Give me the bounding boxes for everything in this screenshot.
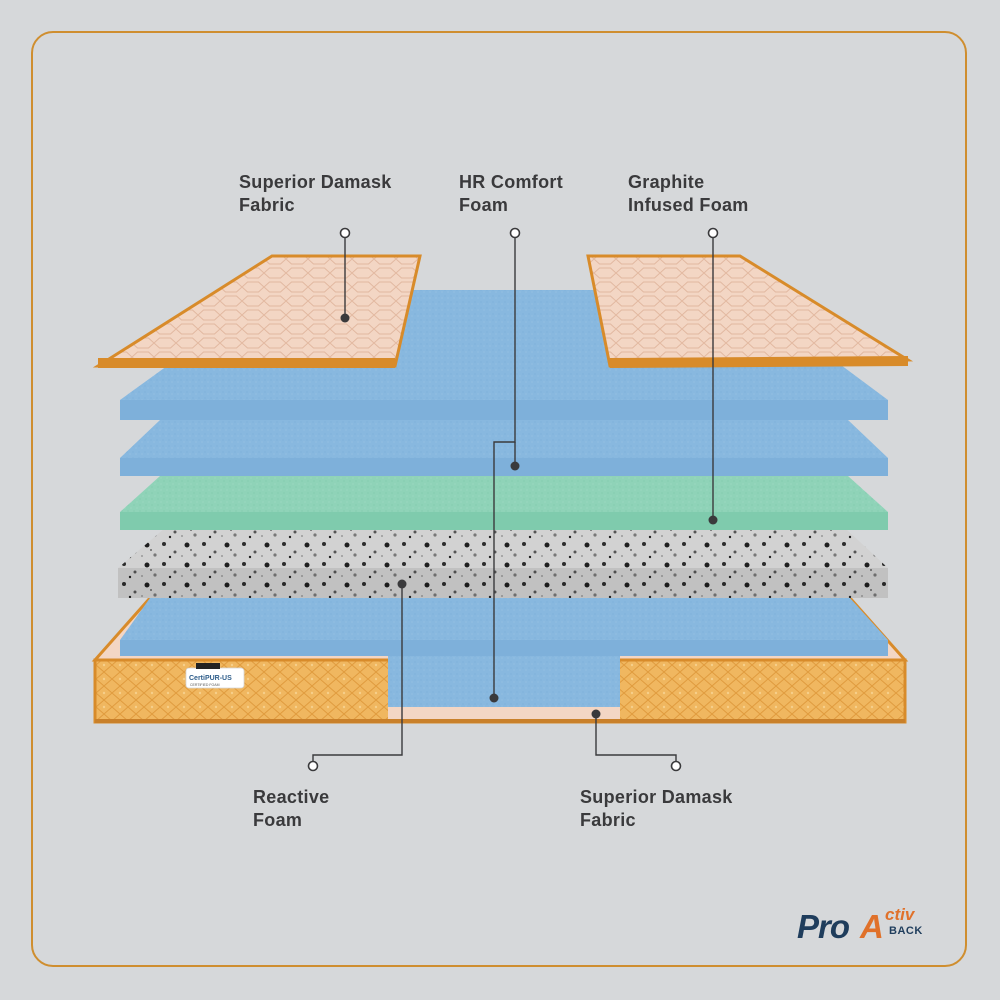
leader-dot-icon — [307, 760, 319, 772]
frame-border — [31, 31, 967, 967]
label-top-damask-fabric: Superior Damask Fabric — [239, 172, 392, 215]
label-bottom-damask-fabric: Superior Damask Fabric — [580, 787, 733, 830]
certipur-subtitle: CERTIFIED FOAM — [190, 683, 220, 687]
top-fabric-right — [586, 254, 914, 368]
leader-dot-icon — [340, 313, 350, 323]
hr-foam-layer-middle — [120, 420, 888, 476]
graphite-foam-layer — [120, 476, 888, 530]
certipur-badge-icon: CertiPUR-US CERTIFIED FOAM — [185, 663, 245, 689]
leader-dot-icon — [510, 461, 520, 471]
label-reactive-foam: Reactive Foam — [253, 787, 330, 830]
leader-dot-icon — [708, 515, 718, 525]
leader-dot-icon — [489, 693, 499, 703]
logo-pro: Pro — [797, 908, 850, 945]
logo-a: A — [860, 908, 884, 945]
logo-activ: ctiv — [885, 905, 915, 924]
logo-back: BACK — [889, 925, 923, 937]
reactive-foam-layer — [118, 528, 888, 598]
leader-dot-icon — [591, 709, 601, 719]
leader-lines — [312, 233, 714, 765]
proactiv-logo-icon: Pro A ctiv BACK — [797, 905, 947, 949]
leader-dot-icon — [707, 227, 719, 239]
leader-dot-icon — [670, 760, 682, 772]
leader-dot-icon — [339, 227, 351, 239]
label-hr-comfort-foam: HR Comfort Foam — [459, 172, 563, 215]
label-graphite-infused-foam: Graphite Infused Foam — [628, 172, 749, 215]
top-fabric-left — [92, 254, 422, 368]
hr-foam-layer-bottom — [120, 598, 888, 656]
leader-dot-icon — [397, 579, 407, 589]
leader-dot-icon — [509, 227, 521, 239]
certipur-title: CertiPUR-US — [189, 675, 232, 682]
